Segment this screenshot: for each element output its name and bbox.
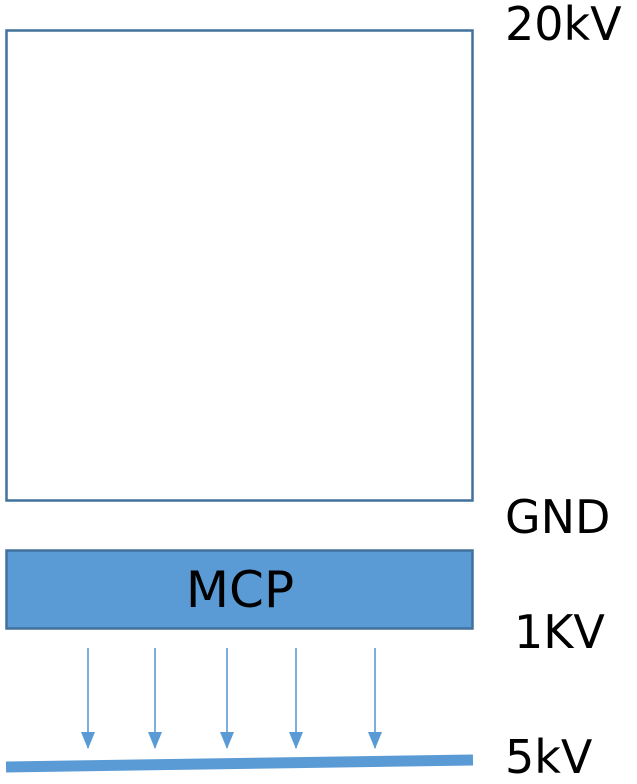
voltage-label-mcp: 1KV: [514, 605, 605, 659]
mcp-label: MCP: [185, 561, 295, 619]
arrow-2-head: [148, 732, 162, 749]
arrow-5-head: [368, 732, 382, 749]
anode-plate: [5, 754, 474, 773]
arrow-1-head: [81, 732, 95, 749]
voltage-label-bottom: 5kV: [505, 730, 593, 784]
arrow-4-head: [289, 732, 303, 749]
mcp-box: [5, 549, 474, 630]
electron-arrows: [81, 648, 382, 749]
drift-region-box: [5, 29, 474, 502]
arrow-3-head: [220, 732, 234, 749]
voltage-label-gnd: GND: [505, 490, 611, 544]
voltage-label-top: 20kV: [505, 0, 622, 51]
